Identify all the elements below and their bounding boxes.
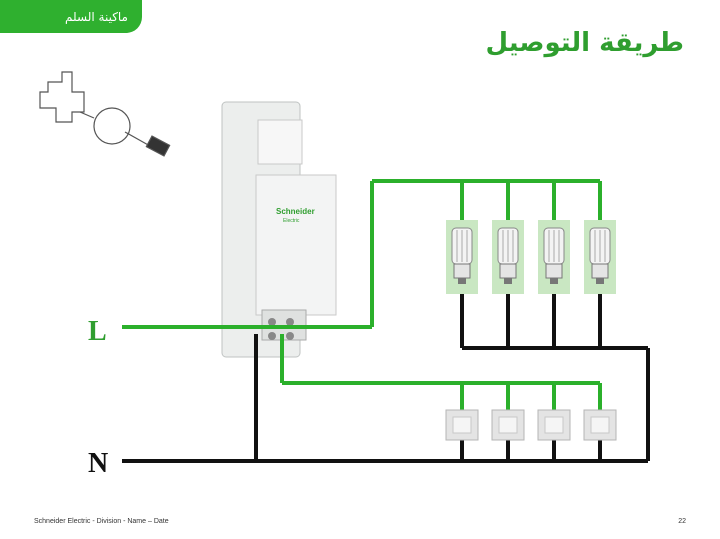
neutral-label: N	[88, 448, 108, 479]
push-button-icon	[445, 409, 479, 441]
lamp-icon	[492, 220, 524, 294]
brand-sub: Electric	[283, 218, 300, 224]
push-button-icon	[537, 409, 571, 441]
page-title: طريقة التوصيل	[485, 28, 685, 58]
lamp-icon	[446, 220, 478, 294]
screwdriver-icon	[39, 71, 171, 157]
push-button-icon	[583, 409, 617, 441]
section-tag: ماكينة السلم	[0, 0, 142, 33]
live-wires	[122, 179, 602, 412]
line-label: L	[88, 316, 107, 347]
timer-device: Schneider Electric	[221, 101, 337, 358]
lamp-icon	[538, 220, 570, 294]
page-number: 22	[678, 518, 686, 525]
push-button-icon	[491, 409, 525, 441]
push-button-group	[445, 409, 617, 441]
footer-text: Schneider Electric - Division - Name – D…	[34, 518, 169, 525]
lamp-group	[446, 220, 616, 294]
lamp-icon	[584, 220, 616, 294]
brand-text: Schneider	[276, 207, 315, 216]
